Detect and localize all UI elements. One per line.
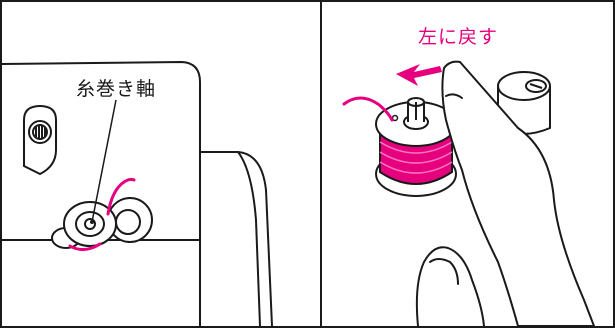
panel-divider: [320, 0, 322, 328]
